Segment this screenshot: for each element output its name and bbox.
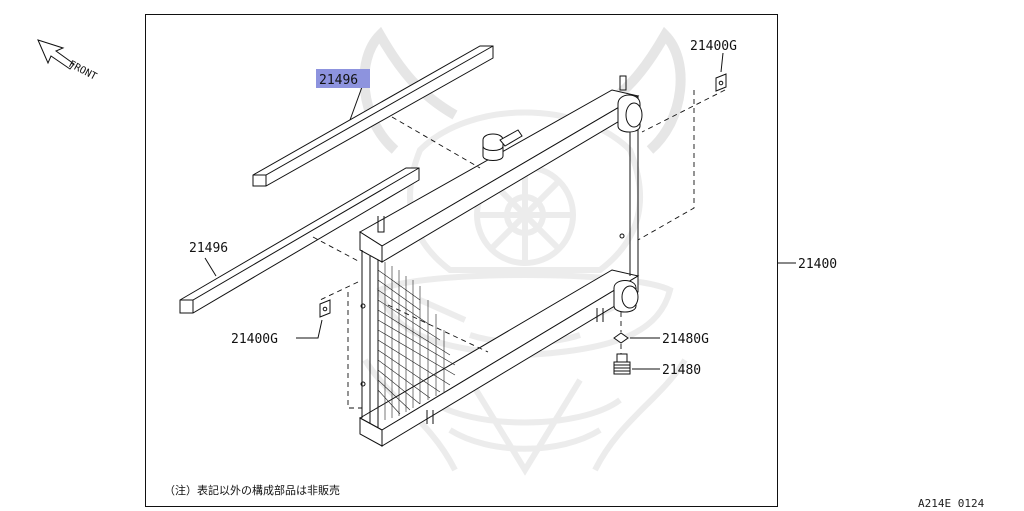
reference-code: A214E 0124 <box>918 497 985 510</box>
front-arrow-icon <box>37 39 75 70</box>
part-number-21400G-lower[interactable]: 21400G <box>231 332 278 347</box>
lower-seal-bar <box>179 167 420 314</box>
front-label: FRONT <box>67 59 99 83</box>
footnote: （注）表記以外の構成部品は非販売 <box>164 483 340 497</box>
bracket-upper <box>715 73 727 92</box>
part-number-21400G-upper[interactable]: 21400G <box>690 39 737 54</box>
radiator-core <box>358 75 643 447</box>
dashed-guides <box>312 89 726 409</box>
diagram-frame <box>145 14 778 507</box>
part-number-21400[interactable]: 21400 <box>798 257 837 272</box>
part-number-21496-lower[interactable]: 21496 <box>189 241 228 256</box>
part-number-21496-upper[interactable]: 21496 <box>319 73 358 88</box>
watermark-helmet-icon <box>359 26 688 476</box>
drain-plug <box>613 353 631 375</box>
bracket-lower <box>319 299 331 318</box>
part-number-21480[interactable]: 21480 <box>662 363 701 378</box>
highlighted-part-box <box>316 69 370 88</box>
part-number-21480G[interactable]: 21480G <box>662 332 709 347</box>
upper-seal-bar <box>252 45 494 187</box>
callout-leaders <box>204 52 796 370</box>
drain-gasket <box>613 332 629 344</box>
radiator-fins <box>377 262 456 420</box>
